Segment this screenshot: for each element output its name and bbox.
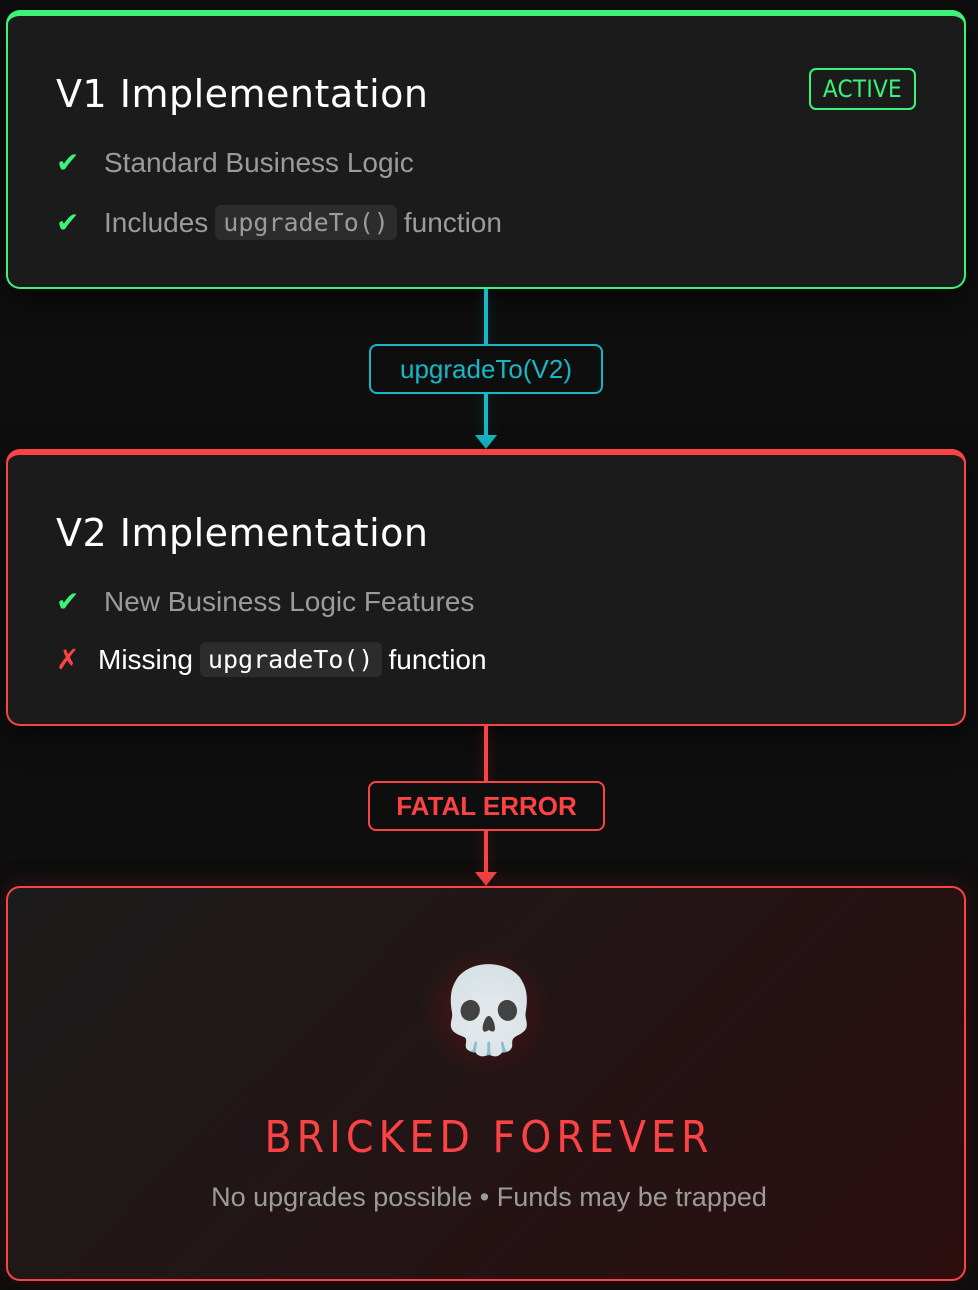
v2-feature-new-logic: ✔ New Business Logic Features bbox=[56, 585, 474, 618]
v1-implementation-card: V1 Implementation ACTIVE ✔ Standard Busi… bbox=[6, 10, 966, 289]
v1-feature-upgrade-function: ✔ Includes upgradeTo() function bbox=[56, 205, 502, 240]
feature-suffix: function bbox=[388, 643, 487, 675]
code-snippet: upgradeTo() bbox=[215, 205, 397, 240]
arrow-down-icon bbox=[475, 435, 497, 449]
skull-glow bbox=[420, 945, 552, 1077]
v2-implementation-card: V2 Implementation ✔ New Business Logic F… bbox=[6, 449, 966, 726]
fatal-error-label: FATAL ERROR bbox=[368, 781, 605, 831]
feature-suffix: function bbox=[403, 206, 502, 238]
feature-prefix: Includes bbox=[104, 206, 209, 238]
check-icon: ✔ bbox=[56, 147, 80, 178]
feature-text: New Business Logic Features bbox=[104, 585, 475, 617]
arrow-down-icon bbox=[475, 872, 497, 886]
feature-prefix: Missing bbox=[98, 643, 193, 675]
bricked-title: BRICKED FOREVER bbox=[264, 1112, 714, 1163]
v2-title: V2 Implementation bbox=[56, 511, 429, 555]
upgrade-call-label: upgradeTo(V2) bbox=[369, 344, 603, 394]
check-icon: ✔ bbox=[56, 586, 80, 617]
v1-feature-standard-logic: ✔ Standard Business Logic bbox=[56, 146, 414, 179]
active-status-badge: ACTIVE bbox=[808, 68, 916, 110]
bricked-subtitle: No upgrades possible • Funds may be trap… bbox=[211, 1182, 767, 1212]
skull-icon: 💀 bbox=[436, 963, 542, 1057]
code-snippet: upgradeTo() bbox=[199, 642, 382, 677]
v2-feature-missing-upgrade: ✗ Missing upgradeTo() function bbox=[56, 642, 487, 677]
v1-title: V1 Implementation bbox=[56, 72, 429, 116]
cross-icon: ✗ bbox=[56, 644, 80, 675]
feature-text: Standard Business Logic bbox=[104, 146, 414, 178]
check-icon: ✔ bbox=[56, 207, 80, 238]
